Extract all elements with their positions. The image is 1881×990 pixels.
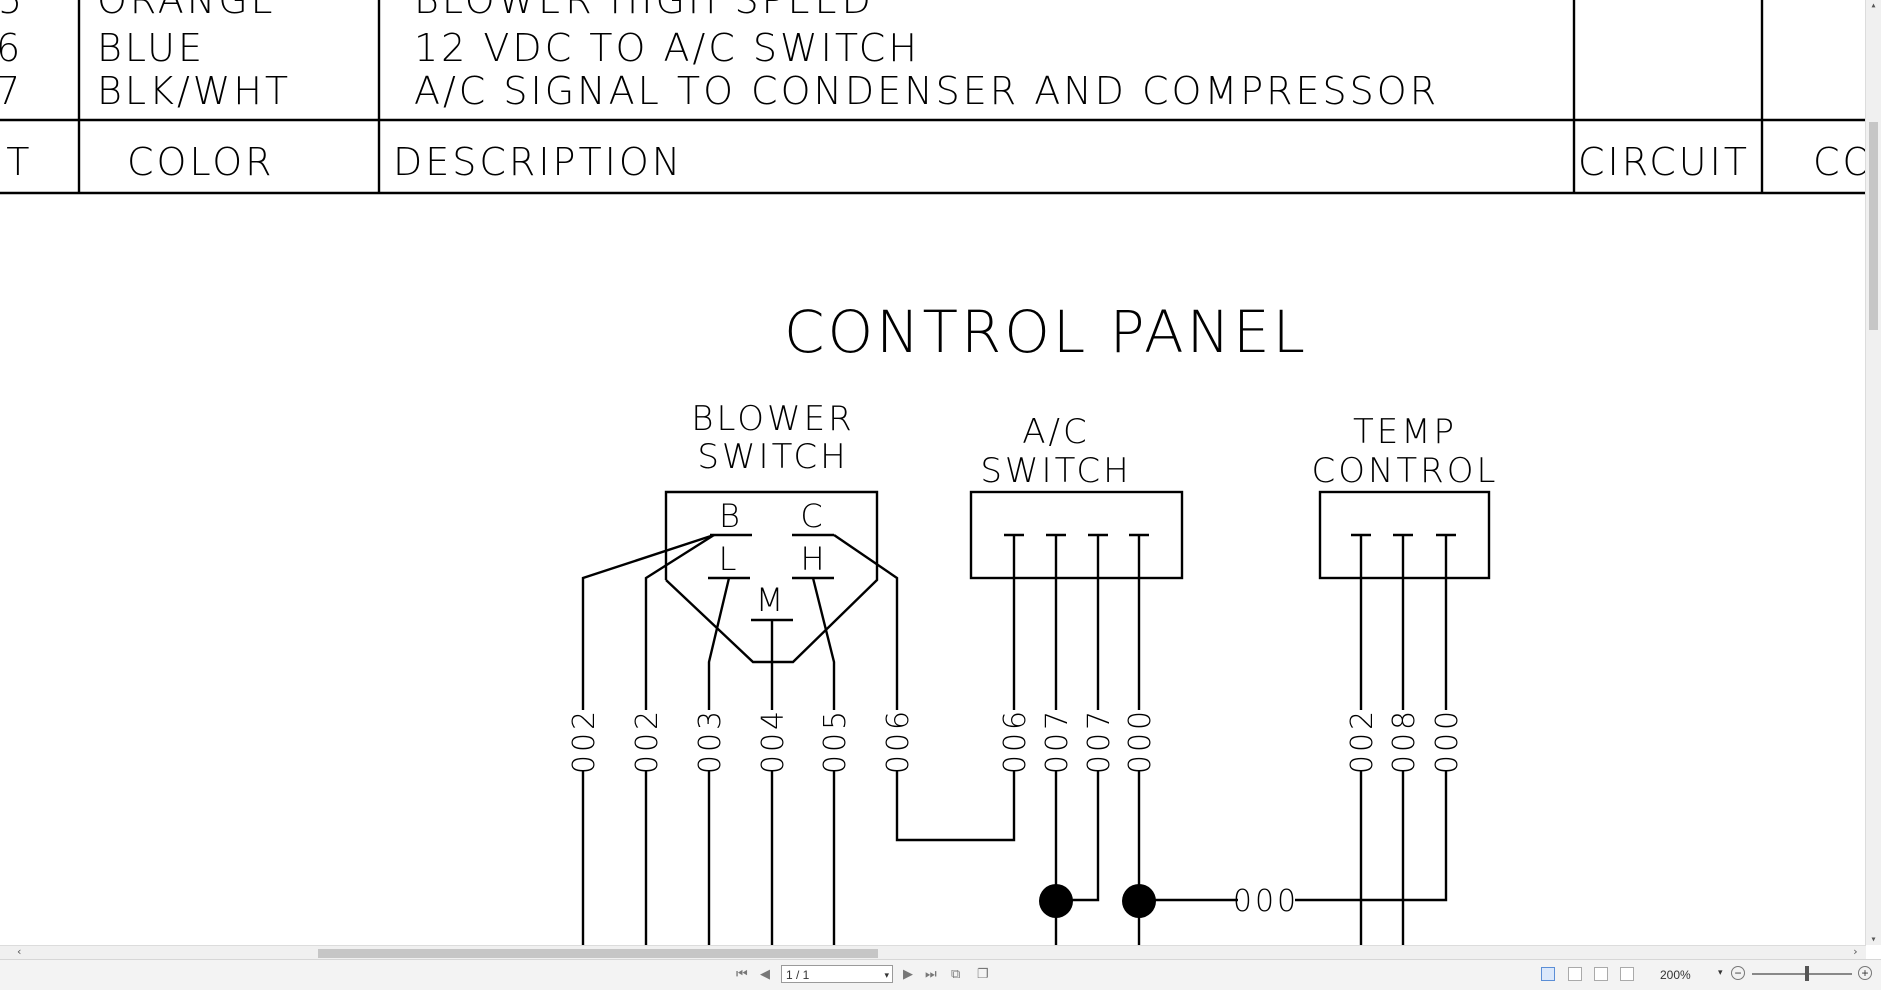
zoom-level[interactable]: 200% (1660, 968, 1691, 982)
status-bar: ⏮ ◀ 1 / 1 ▾ ▶ ⏭ ⧉ ❐ 200% ▾ − + (0, 959, 1881, 990)
wire-label: 007 (1082, 708, 1117, 774)
table-row-description: A/C SIGNAL TO CONDENSER AND COMPRESSOR (414, 69, 1439, 113)
terminal-b-label: B (719, 497, 743, 535)
temp-control-label: CONTROL (1311, 451, 1498, 491)
blower-switch-label: SWITCH (697, 437, 848, 477)
single-page-view-icon[interactable] (1541, 967, 1555, 981)
bus-wire-label: 000 (1233, 884, 1299, 919)
scroll-up-icon[interactable]: ▴ (1870, 0, 1877, 11)
terminal-l-label: L (719, 540, 740, 578)
table-row-color: ORANGE (97, 0, 278, 22)
zoom-slider[interactable] (1752, 973, 1852, 975)
table-header-circuit: IT (0, 140, 32, 184)
table-row-circuit: 6 (0, 26, 23, 70)
last-page-icon[interactable]: ⏭ (925, 966, 937, 981)
junction-dot (1122, 884, 1156, 918)
table-header-color: COLOR (127, 140, 275, 184)
table-row-circuit: 5 (0, 0, 25, 22)
wire-label: 006 (881, 708, 916, 774)
wire-label: 002 (567, 708, 602, 774)
table-row-description: 12 VDC TO A/C SWITCH (414, 26, 920, 70)
table-row-circuit: 7 (0, 69, 23, 113)
zoom-dropdown-icon[interactable]: ▾ (1718, 967, 1723, 977)
ac-wires (1012, 535, 1448, 945)
wire-label: 008 (1387, 708, 1422, 774)
wire-label: 006 (998, 708, 1033, 774)
temp-control (1318, 490, 1491, 580)
wire-label: 002 (630, 708, 665, 774)
previous-page-icon[interactable]: ◀ (760, 966, 770, 981)
zoom-out-icon[interactable]: − (1731, 966, 1745, 980)
wire-label: 004 (756, 708, 791, 774)
ac-switch-label: A/C (1022, 412, 1089, 452)
scroll-left-icon[interactable]: ‹ (16, 945, 23, 958)
terminal-c-label: C (800, 497, 825, 535)
terminal-m-label: M (756, 581, 787, 619)
wire-label: 005 (818, 708, 853, 774)
junction-dot (1039, 884, 1073, 918)
zoom-in-icon[interactable]: + (1858, 966, 1872, 980)
terminal-h-label: H (800, 540, 827, 578)
wire-label: 002 (1345, 708, 1380, 774)
blower-wires (581, 533, 1016, 945)
page-number-value: 1 / 1 (786, 968, 810, 982)
page-number-field[interactable]: 1 / 1 ▾ (781, 965, 893, 983)
continuous-view-icon[interactable] (1568, 967, 1582, 981)
wire-label: 003 (693, 708, 728, 774)
schematic-drawing: 5 ORANGE BLOWER HIGH SPEED 6 BLUE 12 VDC… (0, 0, 1875, 945)
two-page-view-icon[interactable] (1594, 967, 1608, 981)
horizontal-scrollbar[interactable]: ‹ › (0, 945, 1866, 960)
temp-wires (1359, 535, 1448, 945)
page-dropdown-icon[interactable]: ▾ (884, 970, 889, 980)
vertical-scroll-thumb[interactable] (1869, 122, 1878, 330)
copy-page-icon[interactable]: ❐ (977, 966, 989, 981)
scroll-right-icon[interactable]: › (1852, 945, 1859, 958)
table-header-color-2: CO (1813, 140, 1875, 184)
book-view-icon[interactable] (1620, 967, 1634, 981)
wire-label: 000 (1123, 708, 1158, 774)
document-canvas: 5 ORANGE BLOWER HIGH SPEED 6 BLUE 12 VDC… (0, 0, 1881, 945)
next-page-icon[interactable]: ▶ (903, 966, 913, 981)
ac-switch-label: SWITCH (980, 451, 1131, 491)
blower-switch-label: BLOWER (691, 399, 854, 439)
table-header-circuit-2: CIRCUIT (1578, 140, 1750, 184)
first-page-icon[interactable]: ⏮ (736, 966, 748, 981)
schematic-title: CONTROL PANEL (784, 298, 1308, 366)
wire-labels: 002 002 003 004 005 006 006 007 007 000 … (567, 708, 1465, 919)
wire-label: 000 (1430, 708, 1465, 774)
wire-table: 5 ORANGE BLOWER HIGH SPEED 6 BLUE 12 VDC… (0, 0, 1875, 195)
table-row-description: BLOWER HIGH SPEED (414, 0, 874, 22)
ac-switch (969, 490, 1184, 580)
export-page-icon[interactable]: ⧉ (951, 966, 961, 981)
zoom-slider-knob[interactable] (1805, 966, 1809, 981)
scroll-down-icon[interactable]: ▾ (1870, 934, 1877, 945)
wire-label: 007 (1040, 708, 1075, 774)
table-row-color: BLUE (97, 26, 205, 70)
table-header-description: DESCRIPTION (393, 140, 683, 184)
temp-control-label: TEMP (1353, 412, 1457, 452)
horizontal-scroll-thumb[interactable] (318, 949, 878, 958)
vertical-scrollbar[interactable]: ▴ ▾ (1865, 0, 1881, 945)
table-row-color: BLK/WHT (97, 69, 291, 113)
